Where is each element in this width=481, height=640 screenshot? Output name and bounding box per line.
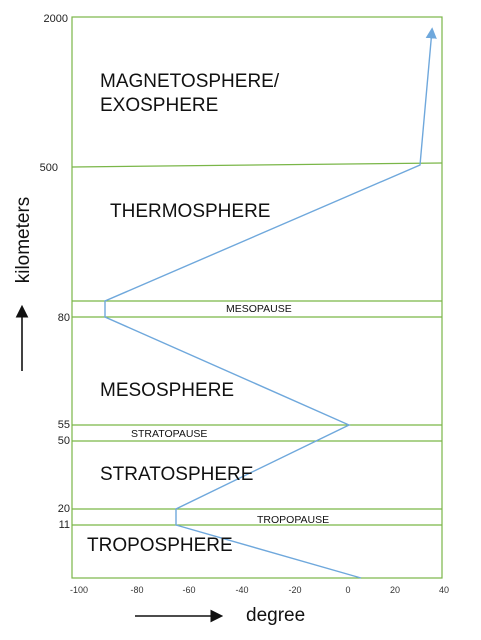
- magnetosphere-label: MAGNETOSPHERE/: [100, 71, 280, 92]
- mesopause-label: MESOPAUSE: [226, 303, 292, 315]
- x-tick-label: -40: [235, 585, 248, 595]
- stratosphere-label: STRATOSPHERE: [100, 464, 253, 485]
- diagram-frame: [71, 16, 443, 579]
- y-tick-label: 50: [58, 435, 70, 447]
- x-axis-title: degree: [246, 605, 305, 626]
- y-tick-label: 2000: [44, 13, 68, 25]
- thermosphere-label: THERMOSPHERE: [110, 201, 270, 222]
- y-tick-label: 20: [58, 503, 70, 515]
- y-tick-label: 55: [58, 419, 70, 431]
- x-tick-label: -20: [288, 585, 301, 595]
- exosphere-label: EXOSPHERE: [100, 95, 218, 116]
- x-tick-label: 40: [439, 585, 449, 595]
- troposphere-label: TROPOSPHERE: [87, 535, 233, 556]
- temperature-profile-line: [104, 27, 437, 579]
- tropopause-label: TROPOPAUSE: [257, 514, 329, 526]
- x-tick-label: 20: [390, 585, 400, 595]
- x-tick-label: 0: [345, 585, 350, 595]
- stratopause-label: STRATOPAUSE: [131, 428, 207, 440]
- x-tick-label: -60: [182, 585, 195, 595]
- y-tick-label: 500: [40, 162, 58, 174]
- x-tick-label: -100: [70, 585, 88, 595]
- boundary-500-line: [71, 162, 443, 168]
- mesosphere-label: MESOSPHERE: [100, 380, 234, 401]
- y-tick-label: 80: [58, 312, 70, 324]
- y-tick-label: 11: [59, 519, 70, 531]
- y-axis-title: kilometers: [13, 197, 34, 284]
- x-tick-label: -80: [130, 585, 143, 595]
